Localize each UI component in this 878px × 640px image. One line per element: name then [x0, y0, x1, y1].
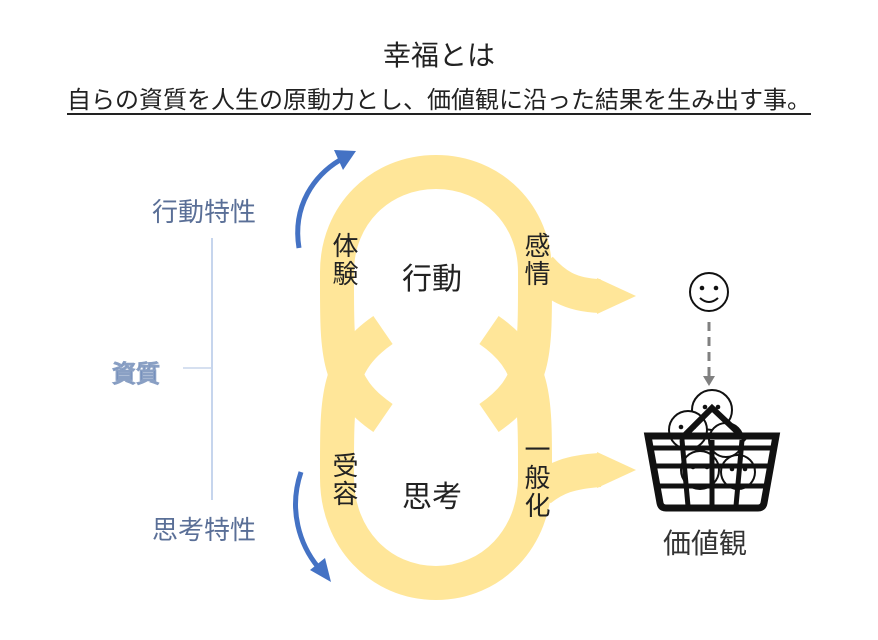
figure-eight-loop: [319, 154, 602, 601]
experience-label: 体験: [328, 232, 358, 288]
thinking-curve-arrowhead: [310, 558, 331, 582]
top-exit-tail: [527, 256, 602, 313]
top-loop: [319, 154, 553, 433]
values-label: 価値観: [663, 527, 748, 560]
emotion-label: 感情: [520, 232, 550, 288]
acceptance-label: 受容: [328, 452, 358, 508]
subtitle-text: 自らの資質を人生の原動力とし、価値観に沿った結果を生み出す事。: [67, 86, 811, 114]
generalization-label: 一般化: [520, 436, 550, 520]
thinking-center-label: 思考: [402, 480, 462, 515]
page-title: 幸福とは: [382, 39, 495, 72]
page-subtitle: 自らの資質を人生の原動力とし、価値観に沿った結果を生み出す事。: [0, 80, 878, 115]
bottom-loop: [319, 315, 553, 601]
top-exit-arrowhead: [597, 278, 636, 314]
basket-of-smileys-icon: [643, 389, 781, 512]
smiley-face-icon: [689, 272, 729, 312]
bottom-exit-tail: [529, 453, 602, 504]
thinking-curve-arrow: [293, 471, 320, 569]
action-curve-arrowhead: [334, 150, 356, 170]
thinking-trait-label: 思考特性: [152, 516, 257, 546]
action-curve-arrow: [295, 157, 342, 249]
dashed-down-arrow-icon: [703, 322, 715, 386]
bottom-exit-arrowhead: [597, 452, 636, 488]
action-center-label: 行動: [402, 262, 462, 297]
action-trait-label: 行動特性: [152, 198, 257, 228]
core-quality-label: 資質: [112, 360, 161, 389]
